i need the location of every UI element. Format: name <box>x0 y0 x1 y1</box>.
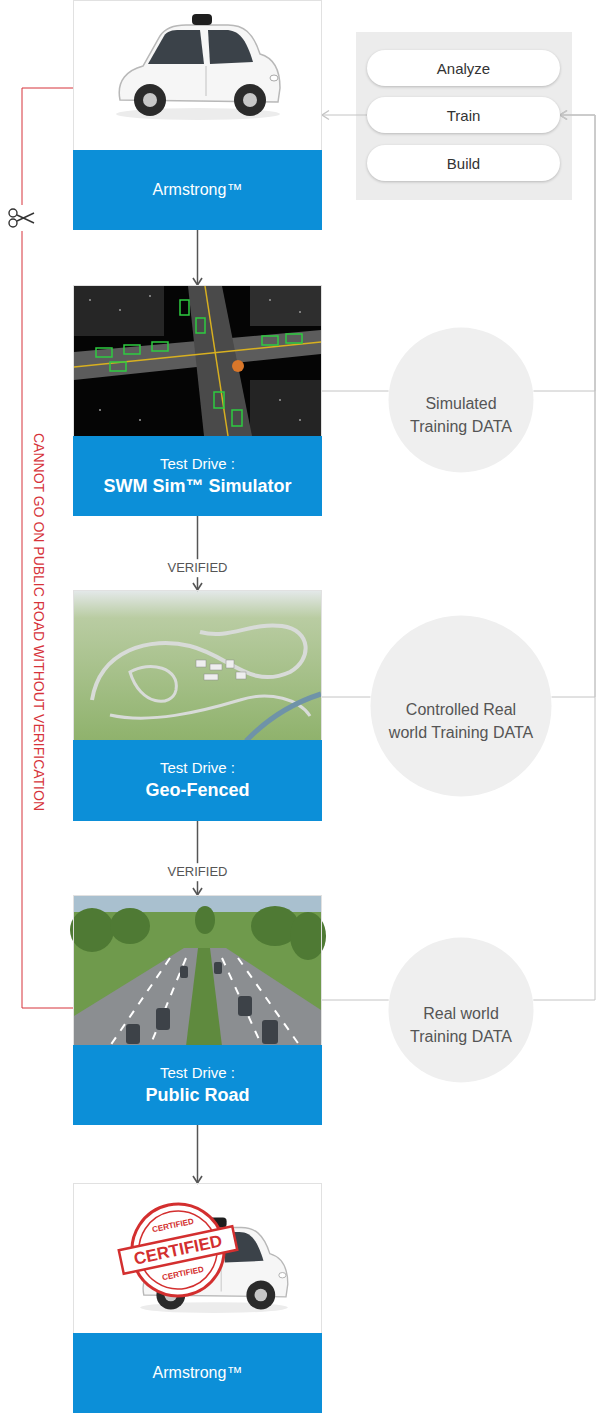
stage-title: Armstrong™ <box>153 1362 243 1384</box>
tool-panel <box>356 32 572 200</box>
data-line <box>322 391 389 392</box>
title-band: Test Drive :Geo-Fenced <box>73 740 322 821</box>
circle-text: Simulated Training DATA <box>409 392 513 438</box>
stamp-text: CERTIFIED <box>162 1266 205 1283</box>
action-pill: Train <box>367 97 560 133</box>
data-line <box>322 115 367 116</box>
stamp-text: CERTIFIED <box>132 1232 223 1267</box>
circle-fill <box>371 616 552 797</box>
data-label: Controlled Real world Training DATA <box>388 698 535 744</box>
circle-fill <box>389 938 534 1083</box>
stage-card: Test Drive :Public Road <box>73 895 322 1125</box>
car-illustration <box>116 14 280 120</box>
data-line <box>322 1000 389 1001</box>
action-label: Build <box>447 155 480 172</box>
test-track-image <box>74 591 321 741</box>
stage-kicker: Test Drive : <box>160 1062 235 1083</box>
flow-arrow <box>197 230 199 285</box>
verified-label: VERIFIED <box>164 863 232 881</box>
stage-card: Armstrong™ <box>73 0 322 230</box>
stage-kicker: Test Drive : <box>160 453 235 474</box>
certified-car-image <box>112 1193 288 1313</box>
action-pill: Build <box>367 145 560 181</box>
title-band: Armstrong™ <box>73 1333 322 1413</box>
warning-label: CANNOT GO ON PUBLIC ROAD WITHOUT VERIFIC… <box>30 429 49 815</box>
data-line <box>533 115 595 1000</box>
stage-card: Test Drive :Geo-Fenced <box>73 590 322 821</box>
stage-title: SWM Sim™ Simulator <box>103 474 291 499</box>
highway-image <box>70 896 326 1046</box>
scissors-icon <box>7 205 37 231</box>
flow-arrow <box>197 821 199 895</box>
simulator-image <box>74 286 321 436</box>
action-label: Train <box>447 107 481 124</box>
data-line <box>552 115 595 697</box>
data-circle: Simulated Training DATA <box>388 327 534 473</box>
circle-fill <box>389 328 534 473</box>
stage-card: Test Drive :SWM Sim™ Simulator <box>73 285 322 516</box>
stage-title: Geo-Fenced <box>145 778 249 803</box>
verified-label: VERIFIED <box>164 559 232 577</box>
data-circle: Real world Training DATA <box>388 937 534 1083</box>
stamp-text: CERTIFIED <box>151 1217 194 1234</box>
stage-title: Public Road <box>145 1083 249 1108</box>
stage-kicker: Test Drive : <box>160 757 235 778</box>
data-label: Real world Training DATA <box>409 1002 513 1048</box>
data-circle: Controlled Real world Training DATA <box>370 615 552 797</box>
circle-text: Controlled Real world Training DATA <box>388 698 535 744</box>
data-line <box>322 697 370 698</box>
flow-arrow <box>197 1125 199 1183</box>
stage-card: Armstrong™ <box>73 1183 322 1413</box>
action-label: Analyze <box>437 60 490 77</box>
data-label: Simulated Training DATA <box>409 392 513 438</box>
title-band: Test Drive :SWM Sim™ Simulator <box>73 436 322 516</box>
title-band: Armstrong™ <box>73 150 322 230</box>
stage-title: Armstrong™ <box>153 179 243 201</box>
circle-text: Real world Training DATA <box>409 1002 513 1048</box>
action-pill: Analyze <box>367 50 560 86</box>
title-band: Test Drive :Public Road <box>73 1045 322 1125</box>
flow-arrow <box>197 516 199 590</box>
